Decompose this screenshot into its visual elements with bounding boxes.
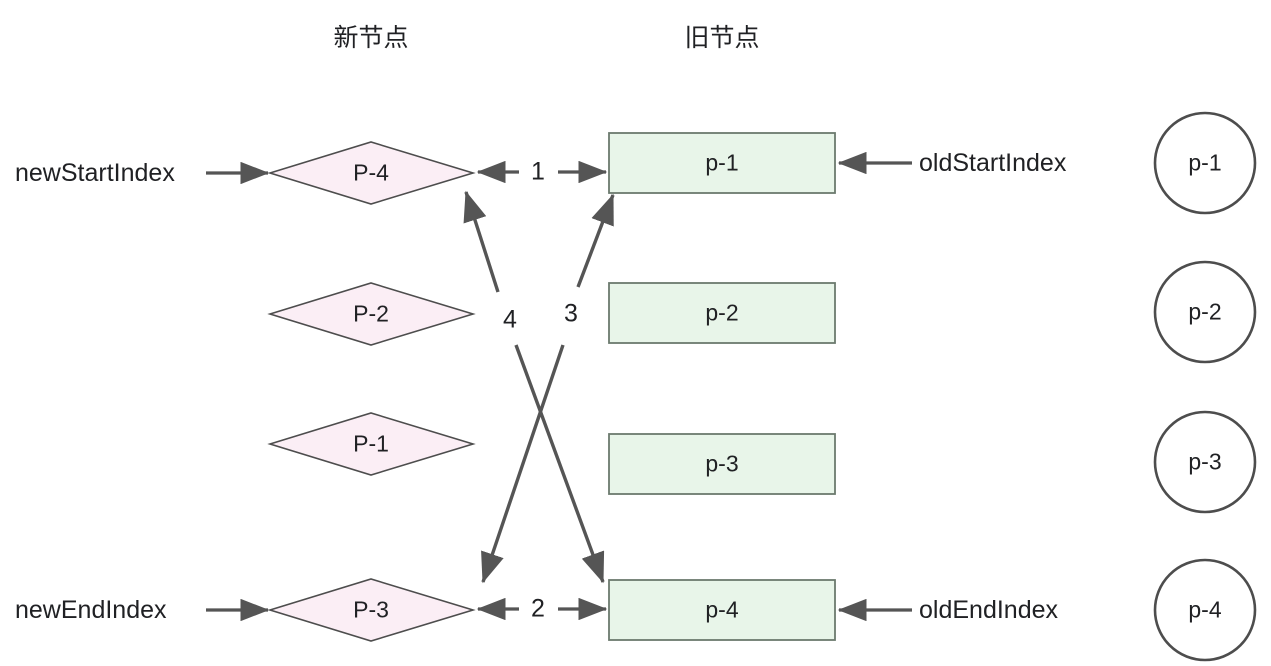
result-node-p-4[interactable]	[1153, 558, 1257, 662]
pointer-label-oldEndIndex: oldEndIndex	[919, 596, 1059, 624]
new-node-P-1[interactable]	[267, 412, 476, 476]
diamond-shape	[267, 141, 476, 205]
old-node-p-1[interactable]	[608, 132, 836, 194]
circle-shape	[1153, 410, 1257, 514]
old-node-p-3[interactable]	[608, 433, 836, 495]
rect-shape	[608, 282, 836, 344]
circle-shape	[1153, 558, 1257, 662]
result-node-p-2[interactable]	[1153, 260, 1257, 364]
new-node-P-3[interactable]	[267, 578, 476, 642]
rect-shape	[608, 433, 836, 495]
rect-shape	[608, 579, 836, 641]
circle-shape	[1153, 260, 1257, 364]
edge-number-4: 4	[503, 305, 517, 334]
new-node-P-4[interactable]	[267, 141, 476, 205]
column-header-new-nodes: 新节点	[333, 24, 409, 52]
arrow-edge-4-up	[463, 190, 500, 293]
old-node-p-2[interactable]	[608, 282, 836, 344]
pointer-label-newStartIndex: newStartIndex	[15, 159, 175, 187]
result-node-p-1[interactable]	[1153, 111, 1257, 215]
diamond-shape	[267, 578, 476, 642]
arrow-cross-to-p-4	[514, 344, 605, 584]
edge-number-3: 3	[564, 299, 578, 328]
edge-number-2: 2	[531, 594, 545, 623]
diamond-shape	[267, 412, 476, 476]
column-header-old-nodes: 旧节点	[684, 24, 760, 52]
arrow-cross-to-P-3	[481, 344, 565, 584]
pointer-label-oldStartIndex: oldStartIndex	[919, 149, 1067, 177]
diamond-shape	[267, 282, 476, 346]
pointer-label-newEndIndex: newEndIndex	[15, 596, 167, 624]
edge-number-1: 1	[531, 157, 545, 186]
circle-shape	[1153, 111, 1257, 215]
rect-shape	[608, 132, 836, 194]
result-node-p-3[interactable]	[1153, 410, 1257, 514]
new-node-P-2[interactable]	[267, 282, 476, 346]
old-node-p-4[interactable]	[608, 579, 836, 641]
arrow-edge-3-up	[576, 193, 615, 288]
